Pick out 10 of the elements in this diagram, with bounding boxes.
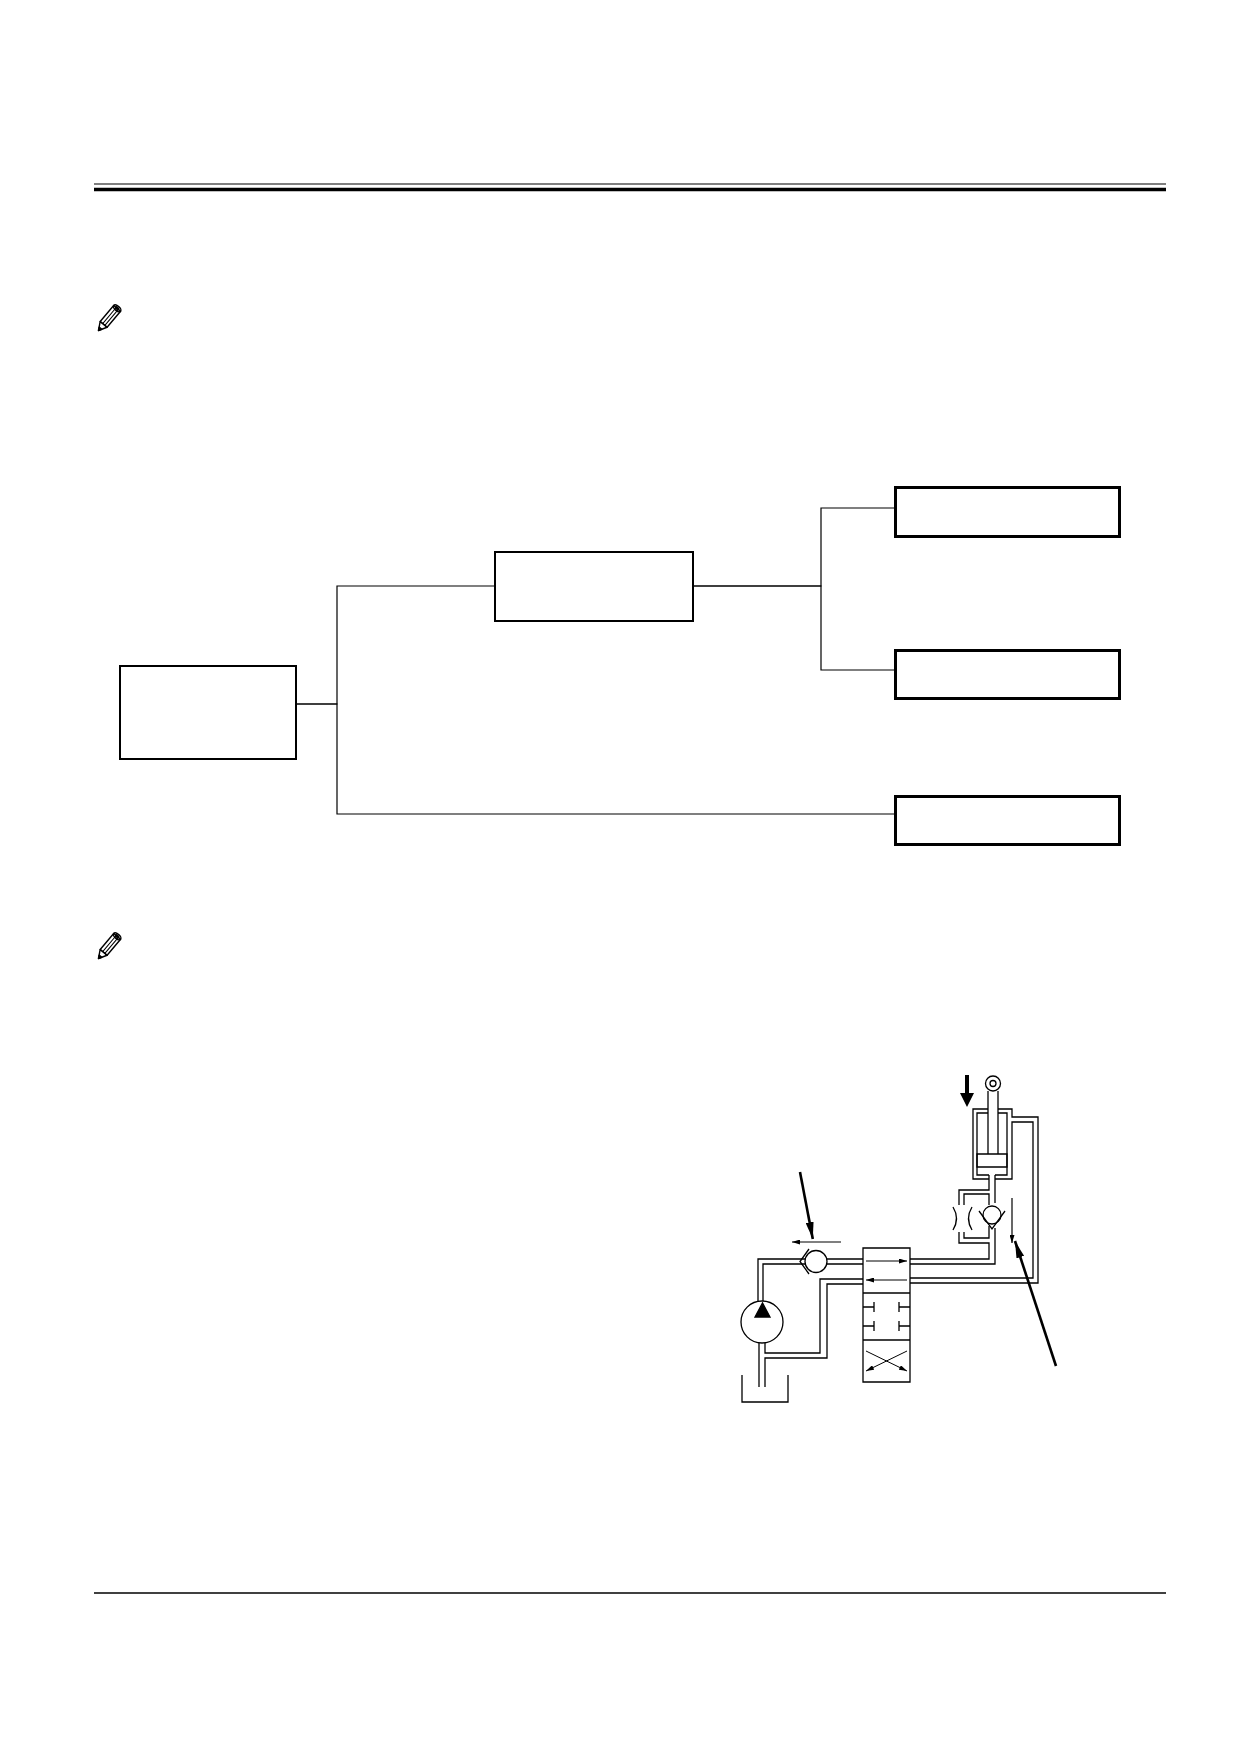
empty-box <box>494 551 694 622</box>
flow-arrow <box>791 1239 842 1245</box>
empty-box <box>894 486 1121 538</box>
leader-arrow <box>1013 1240 1058 1367</box>
empty-box <box>119 665 297 760</box>
connector-line <box>296 703 895 815</box>
empty-box <box>894 649 1121 700</box>
empty-box <box>894 795 1121 846</box>
flow-arrow <box>1009 1197 1015 1244</box>
connector-line <box>693 585 895 671</box>
